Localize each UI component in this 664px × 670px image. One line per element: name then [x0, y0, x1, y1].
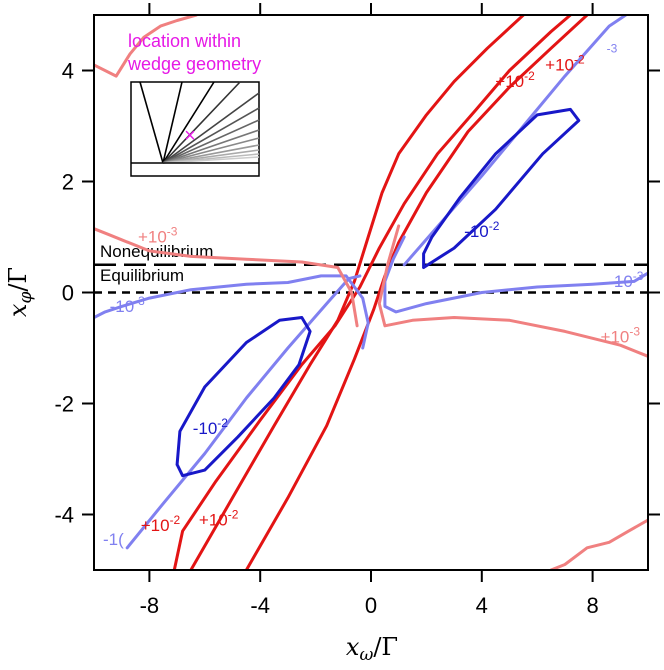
wedge-ray [162, 119, 260, 164]
equilibrium-label: Equilibrium [100, 266, 184, 285]
contour-line-9 [94, 15, 198, 78]
wedge-ray [162, 137, 260, 164]
y-axis-label-sub: φ [16, 292, 36, 304]
contour-label-11: -1( [103, 530, 124, 549]
contour-label-3: -10-2 [464, 219, 500, 241]
contour-line-10 [549, 518, 648, 570]
wedge-ray [162, 81, 215, 164]
wedge-ray [162, 129, 260, 164]
contour-line-6 [383, 235, 648, 314]
wedge-ray [162, 156, 260, 164]
y-tick-label: -4 [54, 503, 74, 528]
contour-label-10: +10-2 [199, 508, 239, 530]
x-tick-label: 4 [476, 593, 488, 618]
contour-line-11 [175, 316, 312, 478]
contour-label-2: -3 [607, 41, 618, 55]
y-tick-label: -2 [54, 392, 74, 417]
x-tick-label: 8 [586, 593, 598, 618]
x-tick-label: 0 [365, 593, 377, 618]
contour-label-6: -10-3 [110, 294, 146, 316]
location-marker-icon: × [184, 125, 196, 147]
wedge-ray [162, 144, 260, 164]
inset-title-line1: location within [128, 31, 241, 51]
contour-label-9: +10-2 [141, 513, 181, 535]
axis-ticks: -8 -4 0 4 8 -4 -2 0 2 4 [54, 3, 660, 618]
wedge-geometry [139, 81, 260, 164]
contour-label-0: +10-2 [495, 69, 535, 91]
y-tick-label: 0 [62, 281, 74, 306]
x-tick-label: -4 [250, 593, 270, 618]
contour-label-1: +10-2 [545, 53, 585, 75]
x-tick-label: -8 [140, 593, 160, 618]
x-axis-label-sub: ω [359, 645, 373, 665]
wedge-ray [162, 81, 183, 164]
contour-line-7 [94, 227, 359, 328]
wedge-ray [162, 92, 260, 164]
contour-line-2 [172, 15, 572, 570]
contour-line-3 [125, 274, 362, 550]
x-axis-label: xω/Γ [346, 633, 398, 665]
contour-line-0 [189, 15, 525, 570]
contour-line-8 [377, 224, 648, 358]
contour-line-5 [94, 274, 370, 350]
y-tick-label: 2 [62, 170, 74, 195]
inset-title-line2: wedge geometry [127, 54, 261, 74]
contour-label-7: +10-3 [601, 324, 641, 346]
inset: location within wedge geometry × [127, 31, 261, 177]
y-tick-label: 4 [62, 59, 74, 84]
y-axis-label: xφ/Γ [4, 267, 36, 317]
contour-lines [94, 15, 648, 570]
contour-line-12 [422, 107, 581, 269]
contour-labels: +10-2 +10-2 -3 -10-2 +10-3 -10-3 -10-3 +10-3 -10… [103, 41, 644, 549]
contour-label-8: -10-2 [193, 416, 229, 438]
wedge-ray [139, 81, 164, 164]
contour-label-5: -10-3 [608, 269, 644, 291]
wedge-ray [162, 107, 260, 164]
contour-label-4: +10-3 [138, 225, 178, 247]
wedge-ray [162, 81, 241, 164]
